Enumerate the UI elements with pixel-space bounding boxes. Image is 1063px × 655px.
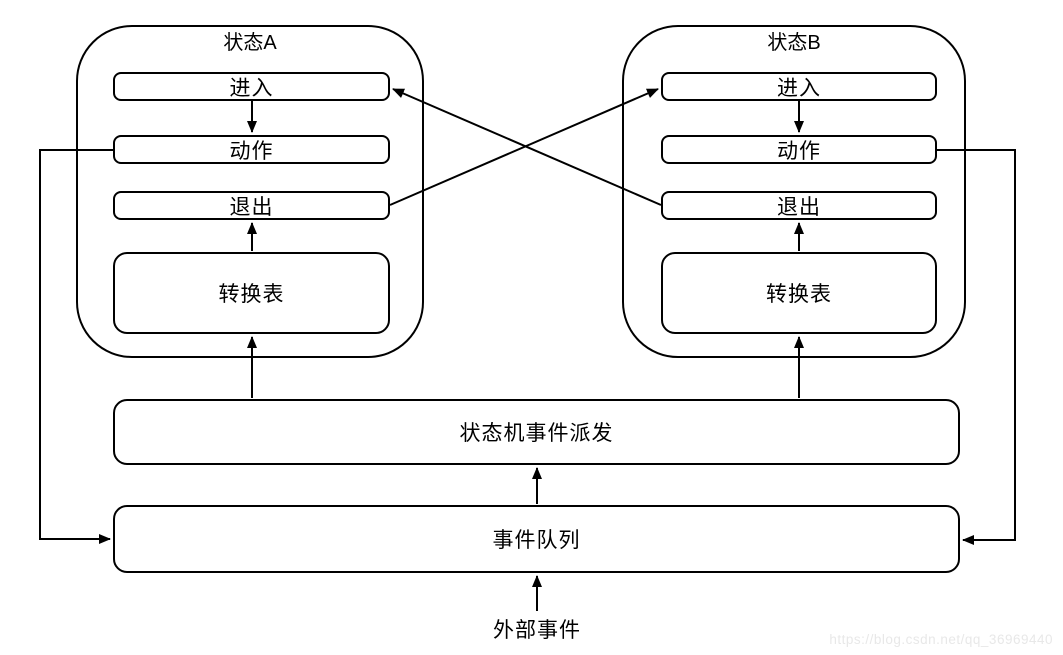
state-b-enter-label: 进入 (777, 76, 821, 100)
state-b-enter-box: 进入 (661, 72, 937, 101)
event-dispatcher-box: 状态机事件派发 (113, 399, 960, 465)
state-a-exit-label: 退出 (229, 195, 274, 219)
state-b-exit-label: 退出 (777, 195, 821, 219)
state-a-action-label: 动作 (229, 139, 274, 163)
state-a-title: 状态A (223, 32, 277, 54)
arrow-a-exit-to-b-enter (389, 88, 659, 206)
state-a-transition-table-box: 转换表 (113, 252, 390, 334)
state-b-transition-table-label: 转换表 (766, 283, 832, 306)
event-queue-box: 事件队列 (113, 505, 960, 573)
state-b-exit-box: 退出 (661, 191, 937, 220)
arrow-b-exit-to-a-enter (392, 88, 662, 206)
watermark: https://blog.csdn.net/qq_36969440 (829, 632, 1053, 647)
state-a-transition-table-label: 转换表 (218, 283, 285, 306)
state-a-action-box: 动作 (113, 135, 390, 164)
external-event-label: 外部事件 (493, 619, 581, 642)
state-b-action-box: 动作 (661, 135, 937, 164)
state-a-enter-label: 进入 (229, 76, 274, 100)
state-a-enter-box: 进入 (113, 72, 390, 101)
event-queue-label: 事件队列 (492, 529, 581, 552)
state-a-exit-box: 退出 (113, 191, 390, 220)
event-dispatcher-label: 状态机事件派发 (459, 422, 614, 445)
state-b-title: 状态B (767, 32, 821, 54)
state-b-action-label: 动作 (777, 139, 821, 163)
state-b-transition-table-box: 转换表 (661, 252, 937, 334)
